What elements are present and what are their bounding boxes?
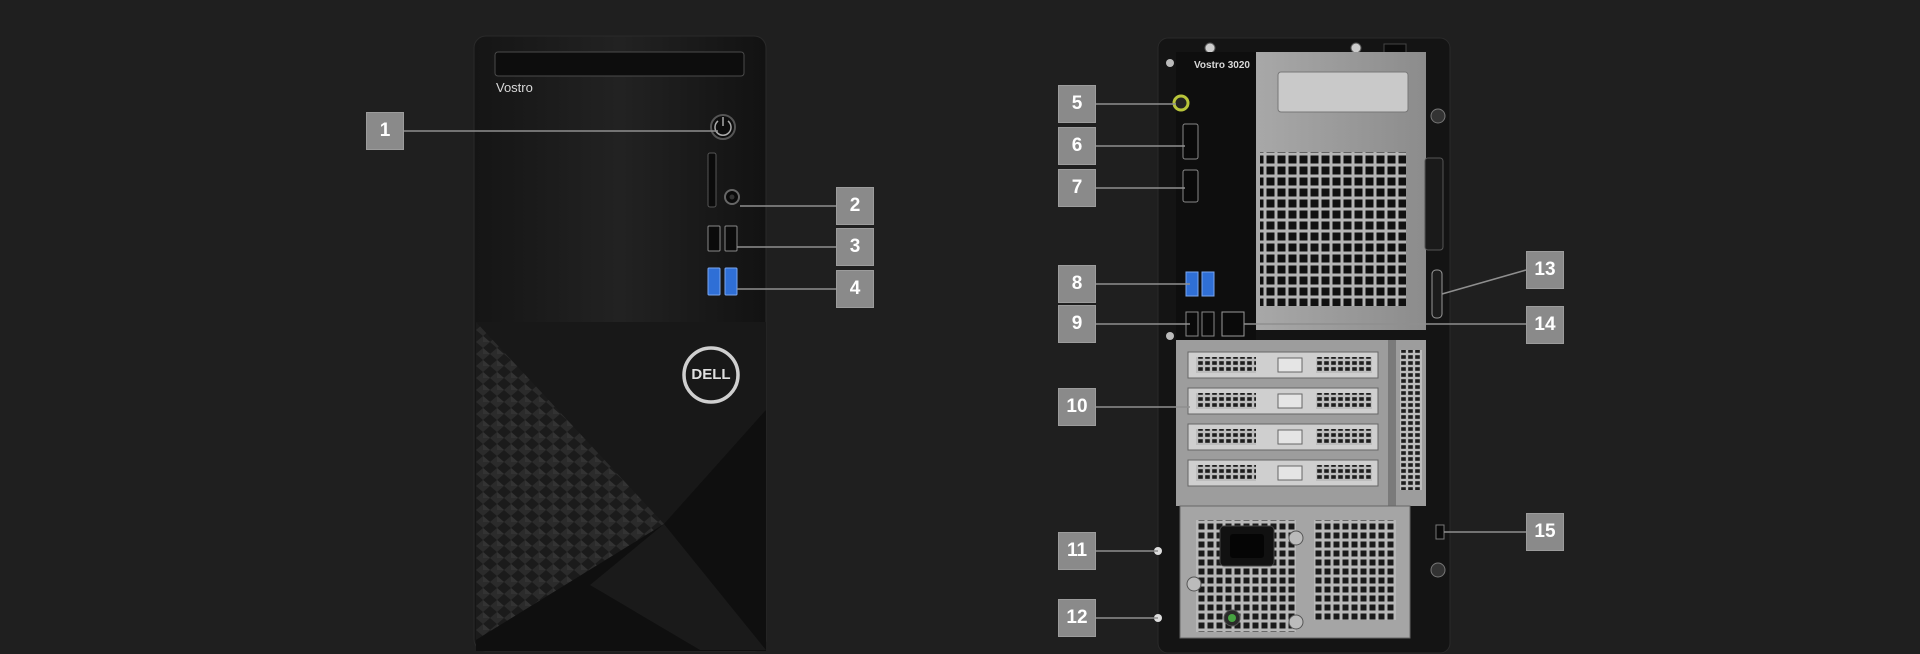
front-brand-label: Vostro (496, 80, 533, 95)
hdmi-port (1182, 123, 1199, 160)
callout-12: 12 (1058, 599, 1096, 637)
callout-4: 4 (836, 270, 874, 308)
front-usb2-port-b (724, 225, 738, 252)
optical-drive-bay (494, 51, 745, 77)
callout-5: 5 (1058, 85, 1096, 123)
callout-3: 3 (836, 228, 874, 266)
front-tower (473, 35, 767, 652)
front-usb2-port-a (707, 225, 721, 252)
front-textured-panel (476, 322, 664, 640)
callout-2: 2 (836, 187, 874, 225)
line-out-port (1172, 94, 1190, 112)
security-cable-slot (1435, 524, 1445, 540)
rear-tower (1154, 37, 1451, 654)
callout-10: 10 (1058, 388, 1096, 426)
ethernet-port (1221, 311, 1245, 337)
dell-logo (682, 346, 740, 404)
front-usb3-port-a (707, 267, 721, 296)
rear-model-label: Vostro 3020 (1194, 60, 1250, 71)
sd-card-slot (707, 152, 717, 208)
padlock-ring (1431, 269, 1443, 319)
callout-6: 6 (1058, 127, 1096, 165)
callout-14: 14 (1526, 306, 1564, 344)
callout-11: 11 (1058, 532, 1096, 570)
callout-9: 9 (1058, 305, 1096, 343)
rear-usb2-port-b (1201, 311, 1215, 337)
dell-logo-text: DELL (691, 366, 731, 383)
callout-7: 7 (1058, 169, 1096, 207)
callout-8: 8 (1058, 265, 1096, 303)
leader-lines (404, 103, 1527, 619)
callout-15: 15 (1526, 513, 1564, 551)
callout-1: 1 (366, 112, 404, 150)
callout-13: 13 (1526, 251, 1564, 289)
front-usb3-port-b (724, 267, 738, 296)
rear-usb3-port-b (1201, 271, 1215, 297)
rear-fan-vent (1260, 152, 1406, 306)
expansion-slots (1187, 351, 1379, 487)
displayport-port (1182, 169, 1199, 203)
psu-diagnostic-led (1228, 614, 1236, 622)
